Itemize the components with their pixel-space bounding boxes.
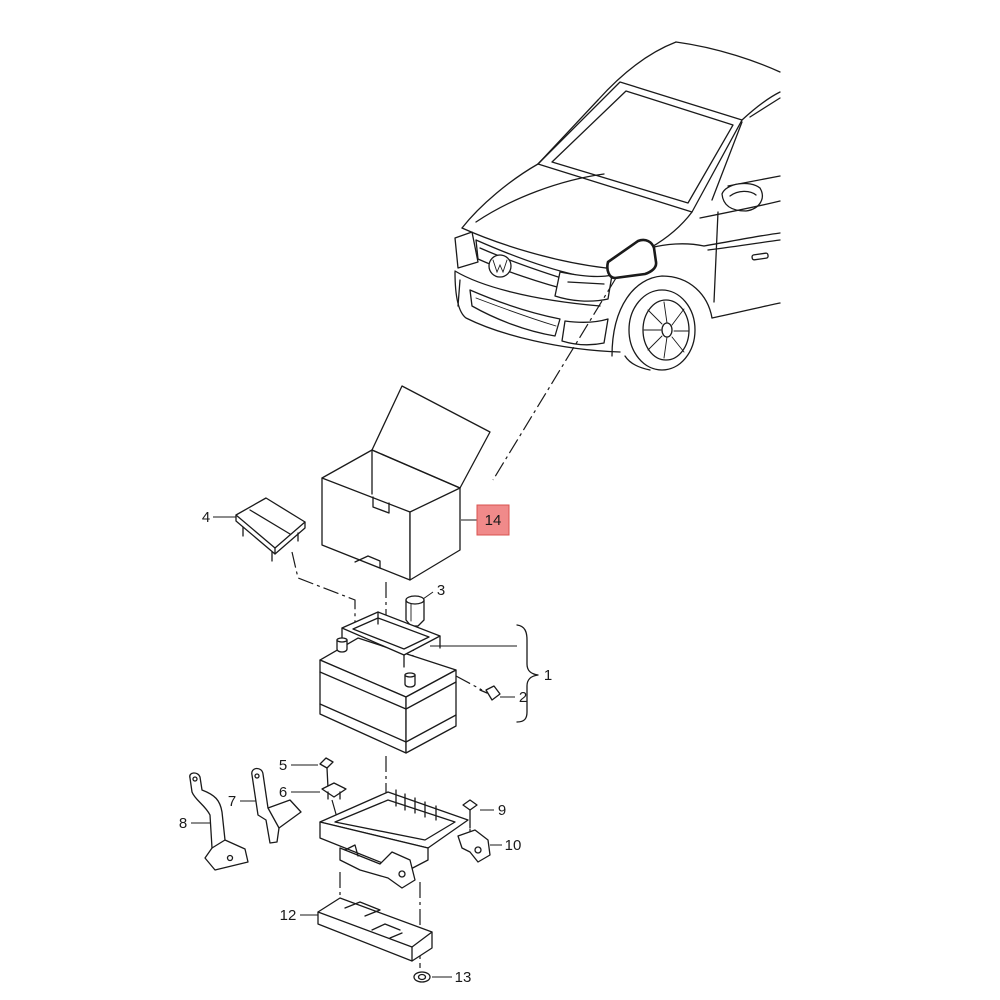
- callout-1[interactable]: 1: [544, 667, 552, 684]
- group-bracket: [516, 624, 539, 723]
- callout-14[interactable]: 14: [485, 512, 502, 529]
- callout-4[interactable]: 4: [202, 509, 210, 526]
- location-leader-line: [492, 277, 617, 481]
- part-7-bracket: [251, 767, 302, 844]
- callout-3[interactable]: 3: [437, 582, 445, 599]
- part-5-bolt: [319, 757, 334, 789]
- battery-tray: [319, 789, 469, 889]
- part-10-bracket: [457, 829, 491, 863]
- part-9-bolt: [462, 799, 478, 829]
- highlight-box: [476, 504, 510, 536]
- part-3-terminal-cap: [405, 595, 425, 627]
- callout-9[interactable]: 9: [498, 802, 506, 819]
- part-4-cover: [235, 497, 306, 562]
- part-8-bracket: [189, 772, 249, 871]
- callout-5[interactable]: 5: [279, 757, 287, 774]
- callout-6[interactable]: 6: [279, 784, 287, 801]
- callout-8[interactable]: 8: [179, 815, 187, 832]
- callout-2[interactable]: 2: [519, 689, 527, 706]
- callout-12[interactable]: 12: [280, 907, 297, 924]
- part-13-nut: [413, 971, 431, 983]
- part-6-clip: [321, 782, 347, 800]
- callout-13[interactable]: 13: [455, 969, 472, 986]
- callout-10[interactable]: 10: [505, 837, 522, 854]
- part-12-lower-tray: [317, 897, 433, 962]
- part-2-bolt: [479, 685, 501, 701]
- callout-14-highlighted[interactable]: 14: [476, 504, 510, 536]
- van-illustration: [454, 41, 781, 371]
- assembly-line-4: [291, 551, 356, 624]
- battery-location-marker: [606, 238, 658, 280]
- battery: [319, 611, 457, 754]
- callout-leaders: [191, 516, 515, 978]
- battery-cover-box: [321, 385, 491, 581]
- assembly-line-2: [455, 675, 483, 691]
- callout-7[interactable]: 7: [228, 793, 236, 810]
